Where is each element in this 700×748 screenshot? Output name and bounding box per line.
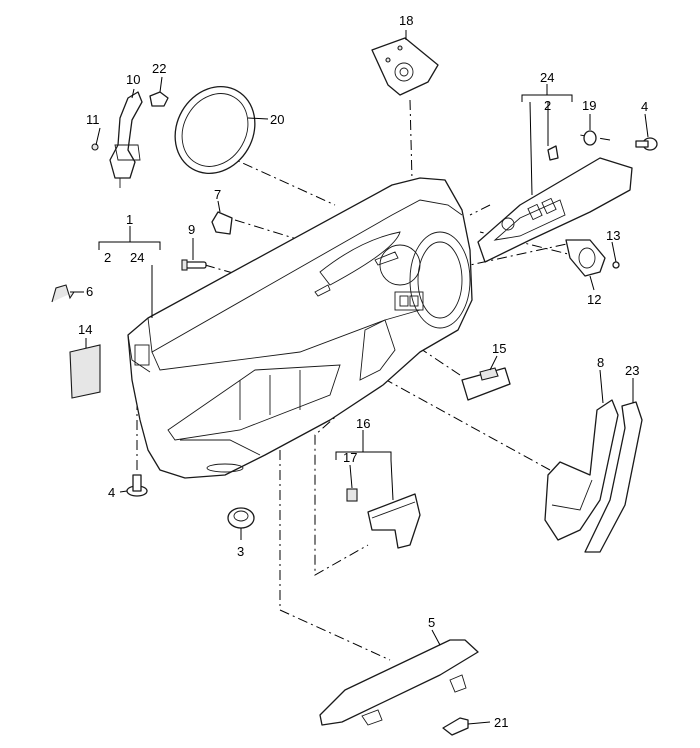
leader-lines [70, 30, 649, 725]
callout-22: 22 [152, 61, 166, 76]
callout-4-upper: 4 [641, 99, 648, 114]
callout-8: 8 [597, 355, 604, 370]
callout-21: 21 [494, 715, 508, 730]
speaker-cover [565, 239, 606, 277]
handle-cover [346, 488, 421, 549]
callout-15: 15 [492, 341, 506, 356]
callout-labels: 1 2 24 24 2 3 4 4 5 6 7 8 9 10 11 12 13 … [78, 13, 648, 730]
upper-clip [547, 145, 559, 161]
callout-19: 19 [582, 98, 596, 113]
callout-20: 20 [270, 112, 284, 127]
callout-12: 12 [587, 292, 601, 307]
retaining-clip [149, 91, 169, 107]
small-screw [612, 261, 620, 269]
callout-24-panel: 24 [130, 250, 144, 265]
callout-23: 23 [625, 363, 639, 378]
callout-9: 9 [188, 222, 195, 237]
callout-1: 1 [126, 212, 133, 227]
spring-clip [51, 284, 75, 303]
callout-13: 13 [606, 228, 620, 243]
armrest-trim [544, 399, 619, 541]
trim-insert [461, 367, 511, 401]
inner-handle-mechanism [91, 91, 143, 188]
callout-11: 11 [86, 112, 100, 127]
callout-7: 7 [214, 187, 221, 202]
callout-2-panel: 2 [104, 250, 111, 265]
callout-10: 10 [126, 72, 140, 87]
lower-screw [126, 474, 148, 497]
mounting-screw [181, 259, 207, 271]
door-trim-panel [127, 177, 473, 479]
mirror-trim-plate [371, 37, 439, 96]
grouping-brackets [98, 84, 573, 501]
callout-18: 18 [399, 13, 413, 28]
callout-6: 6 [86, 284, 93, 299]
grommet [227, 507, 255, 529]
callout-16: 16 [356, 416, 370, 431]
callout-4-lower: 4 [108, 485, 115, 500]
lower-trim-strip [319, 639, 479, 726]
mounting-bracket [211, 211, 233, 235]
speaker-seal-ring [174, 85, 256, 175]
callout-14: 14 [78, 322, 92, 337]
switch-panel-cover [477, 157, 633, 263]
callout-17: 17 [343, 450, 357, 465]
callout-24-switch: 24 [540, 70, 554, 85]
armrest-seal [584, 401, 643, 553]
cover-panel [69, 344, 101, 399]
upper-screw [635, 137, 658, 151]
callout-5: 5 [428, 615, 435, 630]
callout-3: 3 [237, 544, 244, 559]
cap-plug [583, 130, 597, 146]
retaining-clip-lower [442, 717, 469, 736]
callout-2-switch: 2 [544, 98, 551, 113]
